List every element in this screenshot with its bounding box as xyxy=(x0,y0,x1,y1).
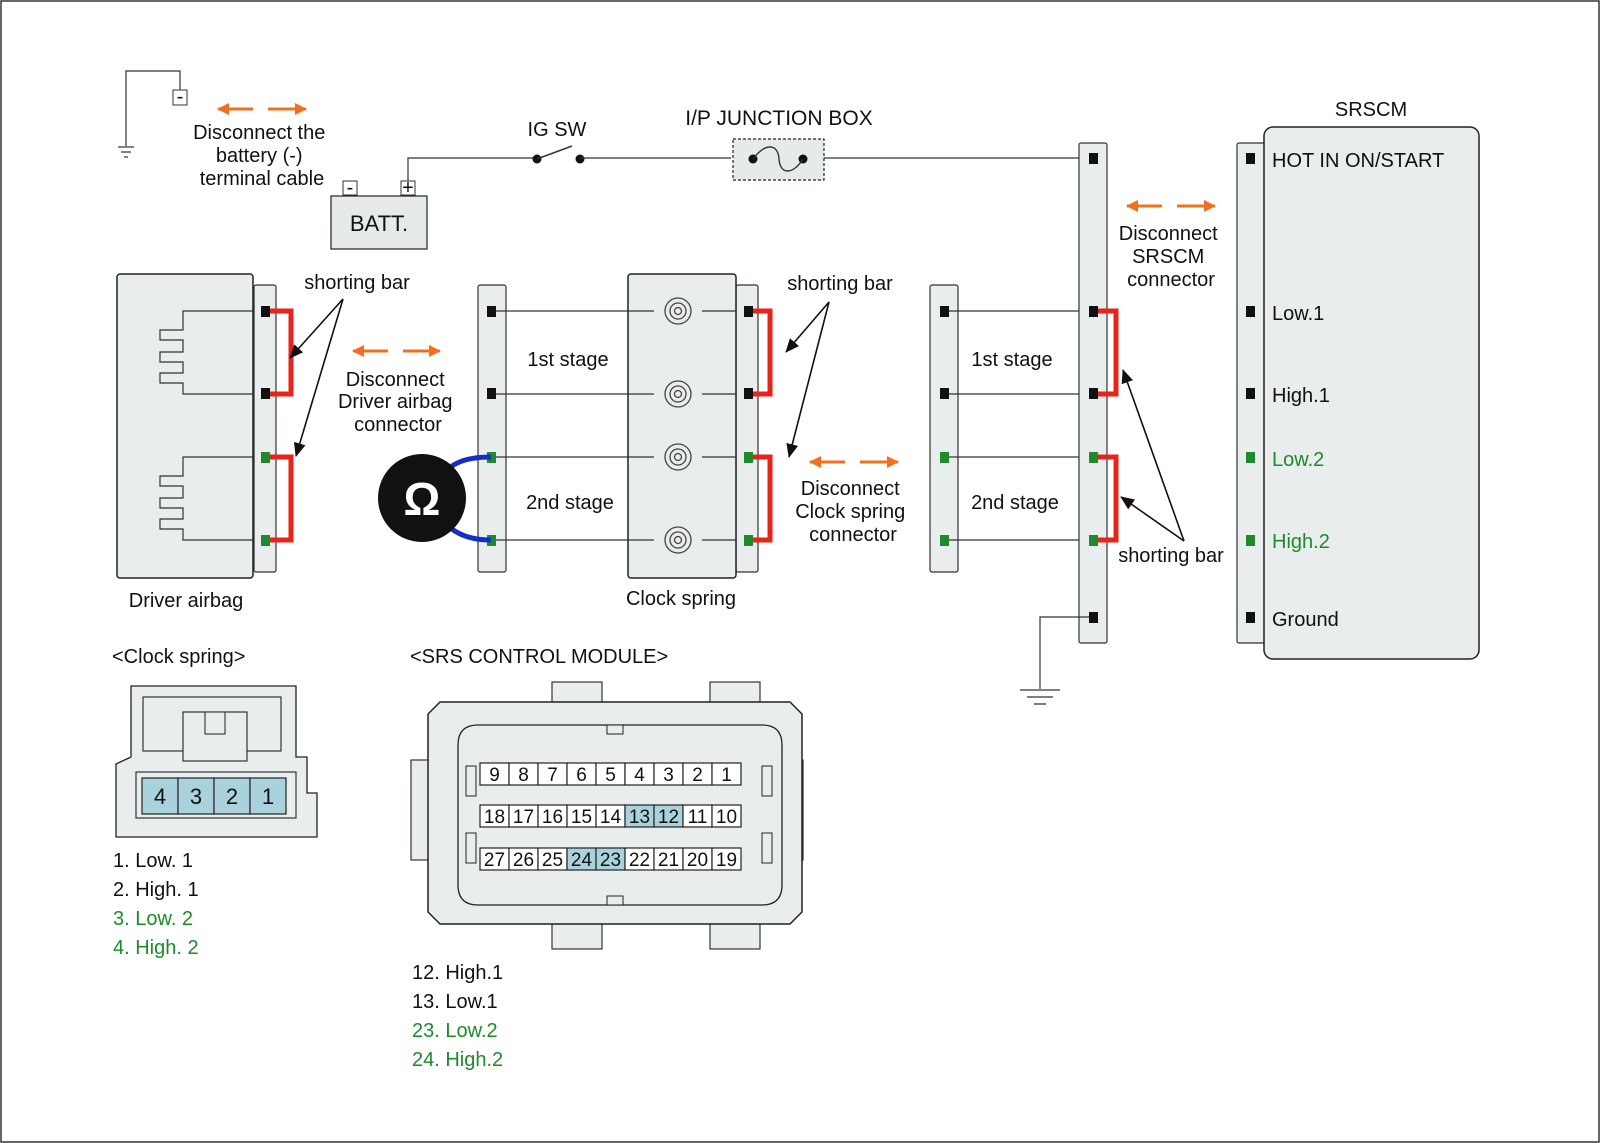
fuse-icon xyxy=(732,138,825,181)
harness-second-stage-label: 2nd stage xyxy=(971,492,1059,514)
srs-pin-number: 26 xyxy=(513,850,534,871)
driver-airbag xyxy=(116,273,277,579)
srs-pin-cell xyxy=(711,762,742,786)
driver-disconnect-label: Disconnect Driver airbag connector xyxy=(338,369,458,436)
srs-pin-number: 22 xyxy=(629,850,650,871)
srs-pin-number: 13 xyxy=(629,807,650,828)
srs-pin-cell xyxy=(711,804,742,828)
shorting-bar-label-srscm: shorting bar xyxy=(1118,545,1224,567)
battery: - + BATT. xyxy=(330,177,428,250)
srs-pin-number: 2 xyxy=(692,765,703,786)
srscm-pin-ground: Ground xyxy=(1272,609,1339,631)
srscm-pin-high2: High.2 xyxy=(1272,531,1330,553)
srs-pin-number: 20 xyxy=(687,850,708,871)
shorting-bar-label-driver: shorting bar xyxy=(304,272,410,294)
driver-airbag-label: Driver airbag xyxy=(129,590,243,612)
srs-pin-number: 15 xyxy=(571,807,592,828)
srs-pin-number: 27 xyxy=(484,850,505,871)
srs-pin-number: 7 xyxy=(547,765,558,786)
clock-spring-legend-1: 1. Low. 1 xyxy=(113,850,193,872)
svg-text:Ω: Ω xyxy=(404,473,441,525)
srs-module-connector-title: <SRS CONTROL MODULE> xyxy=(410,646,668,668)
srs-pin-number: 9 xyxy=(489,765,500,786)
junction-box-label: I/P JUNCTION BOX xyxy=(685,107,872,130)
shorting-bar-label-clock: shorting bar xyxy=(787,273,893,295)
clock-spring-legend-2: 2. High. 1 xyxy=(113,879,199,901)
svg-text:2: 2 xyxy=(226,784,238,809)
clock-spring-coil-icon xyxy=(664,297,692,554)
srs-pin-number: 8 xyxy=(518,765,529,786)
srs-module-legend-4: 24. High.2 xyxy=(412,1049,503,1071)
clock-second-stage-label: 2nd stage xyxy=(526,492,614,514)
ground-icon xyxy=(118,146,134,158)
clock-spring-legend-3: 3. Low. 2 xyxy=(113,908,193,930)
srs-pin-number: 10 xyxy=(716,807,737,828)
clock-spring-left-connector xyxy=(477,284,507,573)
clock-spring xyxy=(627,273,759,579)
shorting-bar-clock-spring xyxy=(753,308,773,543)
srs-pin-number: 25 xyxy=(542,850,563,871)
srs-module-legend-1: 12. High.1 xyxy=(412,962,503,984)
srs-pin-number: 24 xyxy=(571,850,593,871)
ig-sw-label: IG SW xyxy=(528,119,587,141)
srs-pin-number: 18 xyxy=(484,807,505,828)
srscm-module: HOT IN ON/START Low.1 High.1 Low.2 High.… xyxy=(1236,126,1480,660)
srs-pin-number: 19 xyxy=(716,850,737,871)
clock-disconnect-label: Disconnect Clock spring connector xyxy=(795,478,911,546)
srs-pin-number: 14 xyxy=(600,807,622,828)
svg-text:4: 4 xyxy=(154,784,166,809)
ohmmeter-icon: Ω xyxy=(378,454,492,543)
srs-module-legend-2: 13. Low.1 xyxy=(412,991,498,1013)
srscm-pin-hot: HOT IN ON/START xyxy=(1272,150,1444,172)
svg-text:+: + xyxy=(402,177,414,199)
srscm-harness-connector xyxy=(1078,142,1108,644)
shorting-bar-srscm xyxy=(1098,308,1119,543)
power-wire xyxy=(407,157,535,181)
clock-spring-connector-face: 4 3 2 1 xyxy=(115,685,318,838)
srscm-pin-low2: Low.2 xyxy=(1272,449,1324,471)
switch-icon xyxy=(532,145,585,164)
srs-pin-number: 6 xyxy=(576,765,587,786)
srs-pin-number: 11 xyxy=(688,807,708,828)
svg-text:3: 3 xyxy=(190,784,202,809)
srscm-disconnect-label: Disconnect SRSCM connector xyxy=(1119,223,1224,291)
srs-pin-cell xyxy=(711,847,742,871)
srscm-pin-low1: Low.1 xyxy=(1272,303,1324,325)
battery-label: BATT. xyxy=(350,211,408,236)
svg-text:1: 1 xyxy=(262,784,274,809)
harness-wires xyxy=(949,310,1093,541)
srs-module-legend-3: 23. Low.2 xyxy=(412,1020,498,1042)
clock-spring-legend-4: 4. High. 2 xyxy=(113,937,199,959)
clock-spring-connector-title: <Clock spring> xyxy=(112,646,245,668)
ground-icon xyxy=(1020,616,1089,705)
srs-pin-number: 21 xyxy=(658,850,679,871)
battery-ground-section: - xyxy=(118,70,188,158)
srscm-pin-high1: High.1 xyxy=(1272,385,1330,407)
svg-text:-: - xyxy=(347,177,354,199)
clock-first-stage-label: 1st stage xyxy=(527,349,608,371)
clock-spring-label: Clock spring xyxy=(626,588,736,610)
srs-pin-number: 5 xyxy=(605,765,616,786)
battery-disconnect-label: Disconnect the battery (-) terminal cabl… xyxy=(193,122,331,190)
srs-pin-number: 3 xyxy=(663,765,674,786)
harness-connector xyxy=(929,284,959,573)
srs-pin-number: 17 xyxy=(513,807,534,828)
srs-pin-number: 4 xyxy=(634,765,645,786)
harness-first-stage-label: 1st stage xyxy=(971,349,1052,371)
svg-text:-: - xyxy=(177,86,184,108)
srs-pin-number: 23 xyxy=(600,850,621,871)
srscm-title: SRSCM xyxy=(1335,99,1407,121)
srs-pin-number: 1 xyxy=(721,765,732,786)
srs-pin-number: 16 xyxy=(542,807,563,828)
srs-pin-number: 12 xyxy=(658,807,679,828)
